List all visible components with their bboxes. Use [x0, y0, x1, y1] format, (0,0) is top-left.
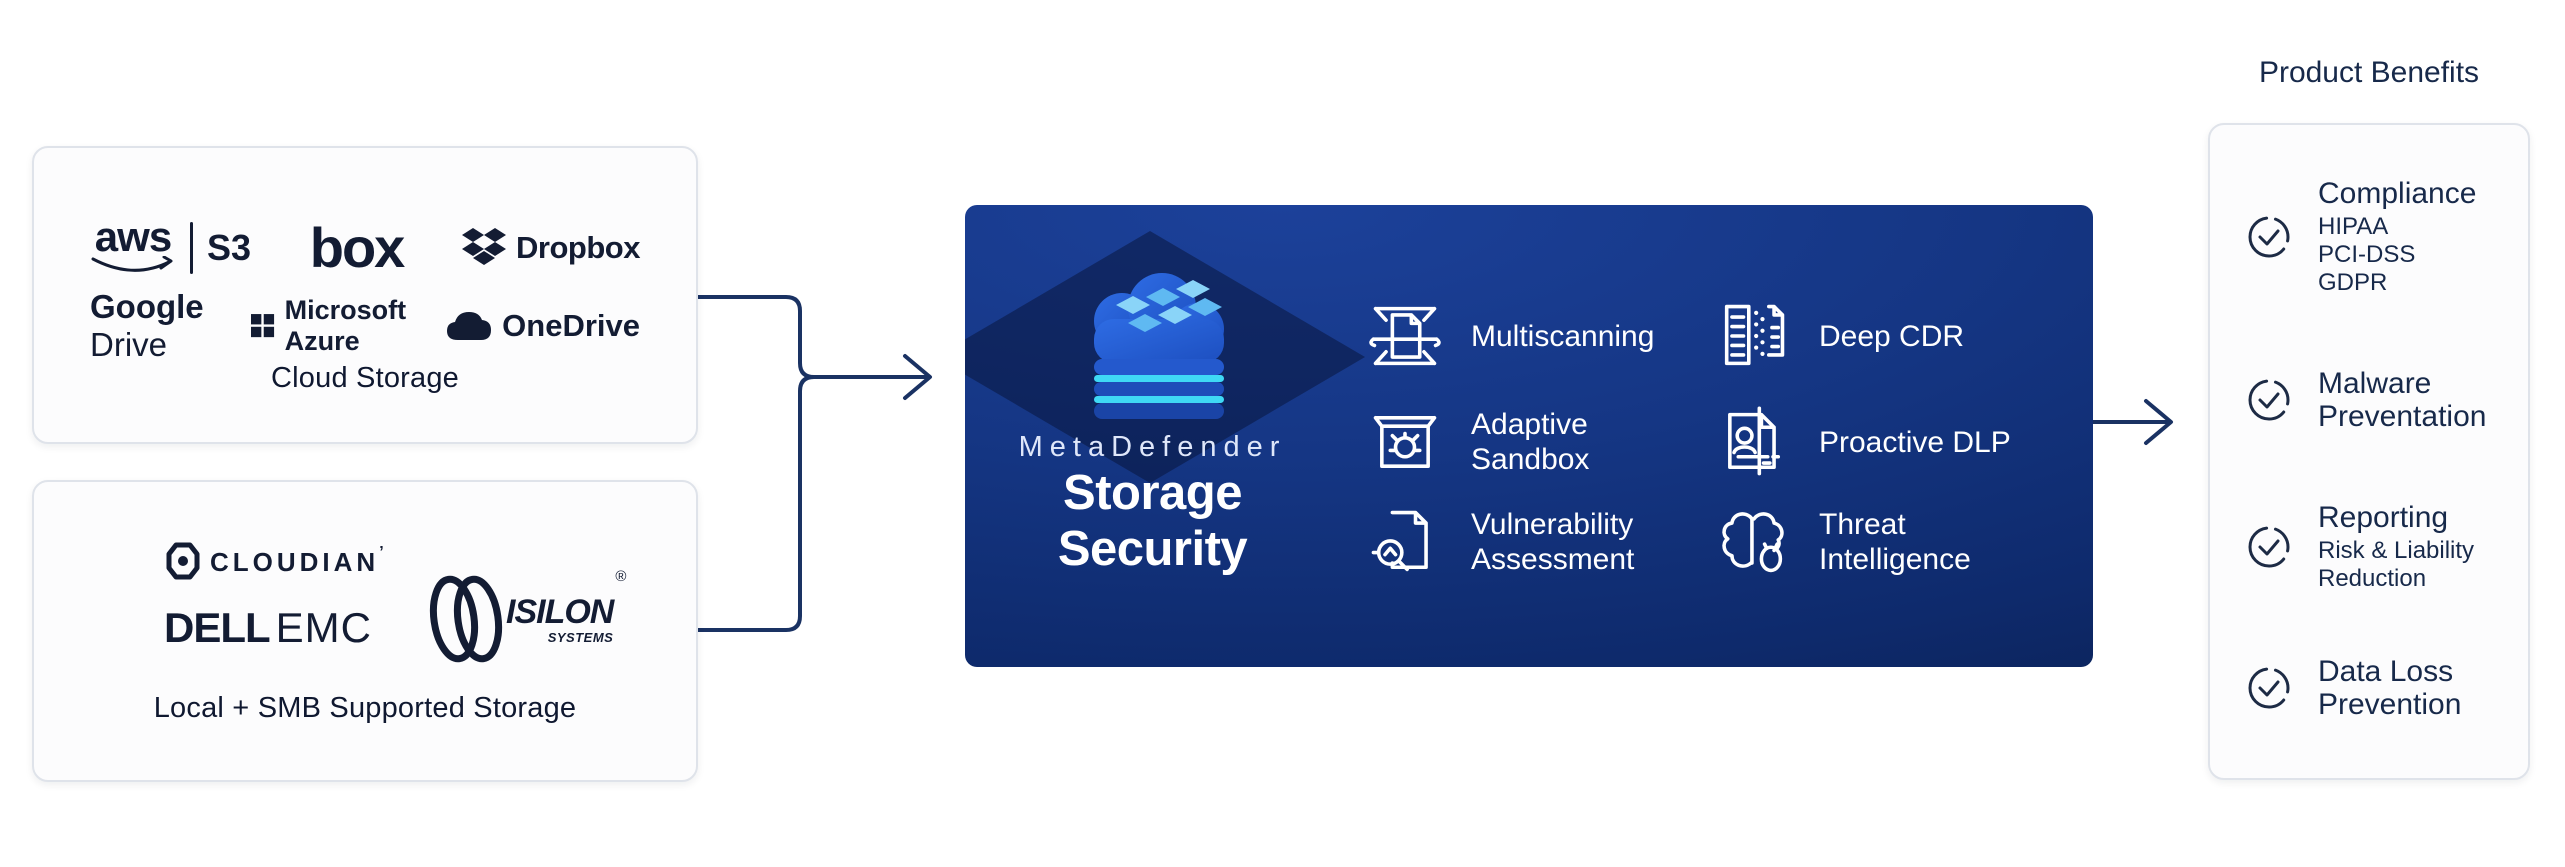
benefit-detail: PCI-DSS: [2318, 241, 2416, 268]
microsoft-icon: [250, 314, 274, 338]
s3-wordmark: S3: [207, 226, 252, 268]
check-circle-icon: [2248, 667, 2290, 709]
feature-proactive-dlp: Proactive DLP: [1713, 401, 2029, 483]
product-name: Storage Security: [1057, 466, 1248, 576]
feature-vulnerability-assessment: Vulnerability Assessment: [1365, 501, 1681, 583]
benefit-detail: GDPR: [2318, 269, 2388, 296]
aws-divider: [190, 221, 193, 274]
check-circle-icon: [2248, 526, 2290, 568]
check-circle-icon: [2248, 379, 2290, 421]
box-logo: box: [309, 216, 406, 279]
aws-smile-icon: [91, 255, 173, 272]
local-smb-caption: Local + SMB Supported Storage: [153, 692, 577, 724]
dropbox-icon: [462, 228, 507, 265]
onedrive-logo: OneDrive: [446, 308, 640, 344]
merge-connector-top: [696, 295, 816, 379]
vulnerability-assessment-icon: [1365, 502, 1445, 582]
microsoft-azure-logo: Microsoft Azure: [250, 295, 446, 357]
aws-s3-logo: aws S3: [90, 213, 252, 278]
benefit-reporting: Reporting Risk & Liability Reduction: [2246, 497, 2522, 597]
benefit-malware-prevention: Malware Preventation: [2246, 365, 2522, 435]
metadefender-logo: [1094, 273, 1224, 419]
threat-intelligence-icon: [1713, 502, 1793, 582]
onedrive-cloud-icon: [447, 312, 492, 340]
cloud-storage-card: aws S3 box: [32, 146, 698, 444]
metadefender-storage-security-panel: MetaDefender Storage Security Multiscann…: [965, 205, 2093, 667]
benefit-detail: HIPAA: [2318, 213, 2389, 240]
feature-deep-cdr: Deep CDR: [1713, 295, 2029, 377]
proactive-dlp-icon: [1713, 402, 1793, 482]
flow-arrow-right-head: [2144, 399, 2173, 445]
cloud-storage-caption: Cloud Storage: [271, 362, 459, 394]
benefit-detail: Risk & Liability Reduction: [2318, 537, 2475, 592]
merge-connector-bottom: [696, 375, 816, 632]
check-circle-icon: [2248, 216, 2290, 258]
local-smb-storage-card: CLOUDIAN’ DELL EMC ISILON SYSTEMS ® Loca…: [32, 480, 698, 782]
dropbox-logo: Dropbox: [462, 228, 640, 268]
isilon-rings-icon: [429, 575, 503, 663]
feature-adaptive-sandbox: Adaptive Sandbox: [1365, 401, 1681, 483]
deep-cdr-icon: [1713, 296, 1793, 376]
dell-emc-logo: DELL EMC: [164, 604, 372, 651]
aws-wordmark: aws: [94, 213, 172, 261]
feature-multiscanning: Multiscanning: [1365, 295, 1681, 377]
multiscanning-icon: [1365, 296, 1445, 376]
brand-block: MetaDefender Storage Security: [980, 205, 1325, 667]
benefit-data-loss-prevention: Data Loss Prevention: [2246, 653, 2522, 723]
adaptive-sandbox-icon: [1365, 402, 1445, 482]
cloudian-logo: CLOUDIAN’: [166, 542, 388, 580]
product-benefits-card: Compliance HIPAA PCI-DSS GDPR Malware Pr…: [2208, 123, 2530, 780]
benefit-compliance: Compliance HIPAA PCI-DSS GDPR: [2246, 177, 2522, 297]
brand-name: MetaDefender: [1018, 431, 1287, 463]
isilon-logo: ISILON SYSTEMS ®: [426, 568, 626, 664]
tile-grid: [1116, 280, 1222, 332]
cloudian-shield-icon: [166, 542, 200, 580]
flow-arrow-left-head: [903, 354, 932, 400]
google-drive-logo: Google Drive: [90, 288, 204, 363]
feature-threat-intelligence: Threat Intelligence: [1713, 501, 2029, 583]
benefits-title: Product Benefits: [2258, 56, 2480, 89]
